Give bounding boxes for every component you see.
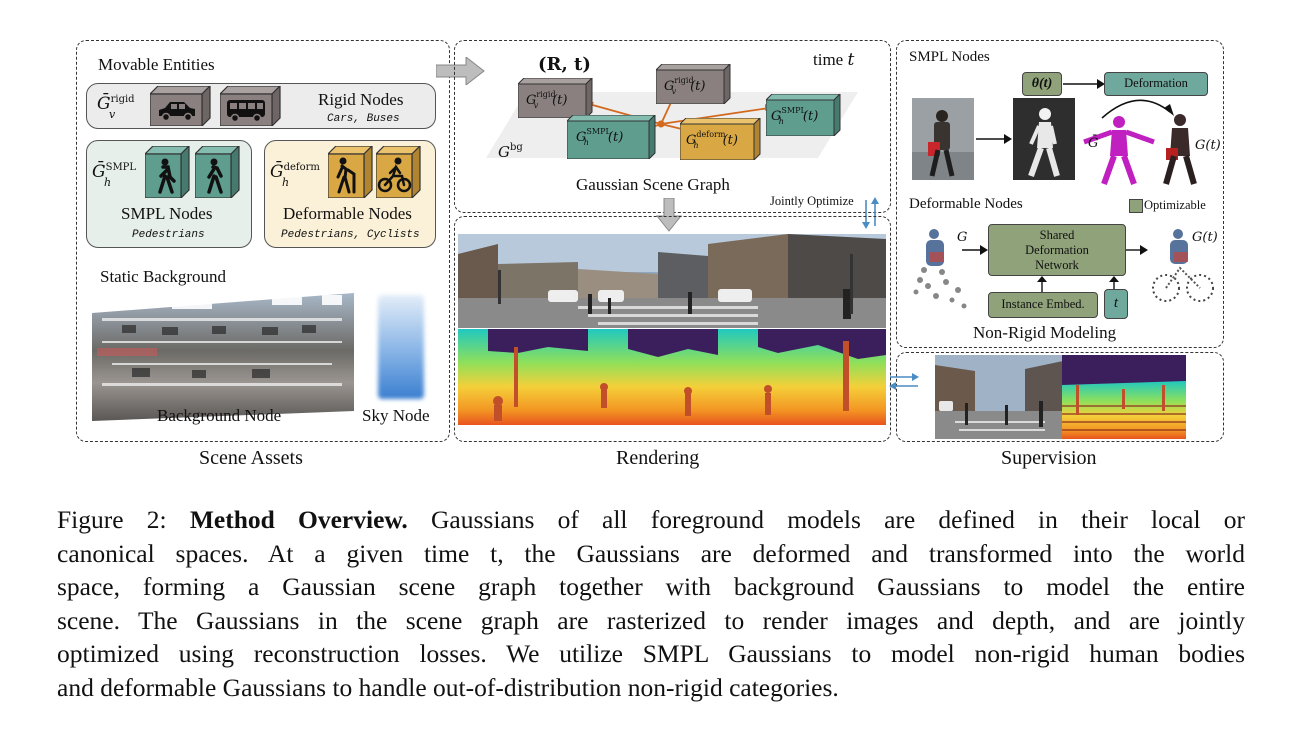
sky-node-label: Sky Node — [362, 406, 430, 425]
smpl-panel-title: SMPL Nodes — [909, 49, 990, 65]
caption-line-4: scene. The Gaussians in the scene graph … — [57, 605, 1245, 635]
background-node-pointcloud — [92, 293, 354, 421]
deformation-box: Deformation — [1104, 72, 1208, 96]
smpl-sub: h — [104, 176, 112, 189]
g-t-label: G(t) — [1195, 138, 1221, 153]
g-deform-label: Gdeformh(t) — [686, 130, 738, 150]
rigid-nodes-sub: Cars, Buses — [327, 113, 400, 125]
cyclist-cube-icon — [376, 146, 421, 198]
rt-label: (R, t) — [538, 54, 591, 75]
smpl-mesh-image — [1013, 98, 1075, 180]
deform-sub: h — [282, 176, 290, 189]
rendered-image — [458, 234, 886, 328]
canonical-gaussian-figure — [1083, 116, 1155, 186]
jointly-optimize-label: Jointly Optimize — [770, 194, 854, 208]
scene-assets-section-label: Scene Assets — [199, 447, 303, 469]
rigid-nodes-label: Rigid Nodes — [318, 90, 404, 109]
elder-cube-icon — [328, 146, 373, 198]
deform-node-cube — [680, 118, 761, 160]
pedestrian-photo — [912, 98, 974, 180]
cyclist-pointcloud-output — [1152, 229, 1214, 302]
theta-param: θ(t) — [1022, 72, 1062, 96]
arrow-right-icon-network-in — [962, 245, 988, 255]
deformable-panel-title: Deformable Nodes — [909, 196, 1023, 212]
smpl-symbol: ḠSMPL — [92, 162, 137, 182]
non-rigid-modeling-label: Non-Rigid Modeling — [973, 323, 1117, 342]
shared-deformation-network-box: Shared Deformation Network — [988, 224, 1126, 276]
blue-bidirectional-arrows-icon — [889, 373, 919, 390]
rigid-symbol: Ḡrigid — [97, 94, 135, 114]
g-bg-label: Gbg — [498, 142, 523, 161]
instance-embed-box: Instance Embed. — [988, 292, 1098, 318]
pedestrian-cube-icon — [145, 146, 190, 198]
caption-line-2: canonical spaces. At a given time t, the… — [57, 538, 1245, 568]
supervision-section-label: Supervision — [1001, 447, 1097, 469]
smpl-node-cube — [567, 115, 656, 159]
deformation-curve-arrow — [1101, 99, 1174, 119]
caption-line-6: and deformable Gaussians to handle out-o… — [57, 672, 839, 702]
pedestrian-cube-icon-2 — [195, 146, 240, 198]
smpl-nodes-sub: Pedestrians — [132, 229, 205, 241]
car-cube-icon — [150, 86, 211, 126]
arrow-right-icon — [436, 57, 485, 85]
supervision-panel — [896, 352, 1224, 442]
rigid-node-cube-2 — [656, 64, 731, 104]
g-rigid-label: Grigidv(t) — [526, 90, 568, 110]
ground-truth-image — [935, 355, 1063, 439]
t-box: t — [1104, 289, 1128, 319]
sky-node-pointcloud — [378, 295, 424, 399]
optimizable-label: Optimizable — [1144, 198, 1206, 212]
caption-line-5: optimized using reconstruction losses. W… — [57, 639, 1245, 668]
deformed-gaussian-figure — [1163, 114, 1197, 185]
arrow-right-icon-theta — [1063, 79, 1105, 89]
static-background-title: Static Background — [100, 267, 227, 286]
arrow-right-icon-smpl — [976, 134, 1012, 144]
g-input-label: G — [957, 230, 968, 245]
deformable-nodes-sub: Pedestrians, Cyclists — [281, 229, 420, 241]
g-bar-label: Ḡ — [1088, 136, 1099, 151]
rigid-sub: v — [109, 108, 116, 121]
background-node-label: Background Node — [157, 406, 282, 425]
non-rigid-modeling-panel — [896, 40, 1224, 348]
rendered-depth — [458, 329, 886, 425]
g-smpl-label-2: GSMPLh(t) — [771, 106, 819, 126]
deformable-nodes-label: Deformable Nodes — [283, 204, 412, 223]
ground-truth-depth — [1062, 355, 1186, 439]
movable-entities-title: Movable Entities — [98, 55, 215, 74]
cyclist-pointcloud-input — [913, 229, 967, 309]
caption-line-1: Figure 2: Method Overview. Gaussians of … — [57, 505, 1246, 534]
scene-assets-panel — [76, 40, 450, 442]
smpl-nodes-label: SMPL Nodes — [121, 204, 213, 223]
g-rigid-label-2: Grigidv(t) — [664, 76, 706, 96]
arrow-right-icon-network-out — [1126, 245, 1148, 255]
caption-line-3: space, forming a Gaussian scene graph to… — [57, 572, 1245, 601]
smpl-node-cube-2 — [766, 94, 841, 136]
arrow-up-icon-embed — [1037, 276, 1047, 292]
rendering-panel — [454, 216, 891, 442]
time-label: time t — [813, 50, 855, 70]
jointly-optimize-arrows-icon — [862, 197, 879, 229]
g-smpl-label: GSMPLh(t) — [576, 127, 624, 147]
rigid-node-cube — [518, 78, 593, 118]
deform-symbol: Ḡdeform — [270, 162, 320, 182]
optimizable-swatch — [1129, 199, 1143, 213]
rendering-section-label: Rendering — [616, 447, 700, 469]
bus-cube-icon — [220, 86, 281, 126]
figure-caption: Figure 2: Method Overview. Gaussians of … — [57, 503, 1245, 704]
g-output-label: G(t) — [1192, 230, 1218, 245]
scene-graph-label: Gaussian Scene Graph — [576, 175, 730, 194]
